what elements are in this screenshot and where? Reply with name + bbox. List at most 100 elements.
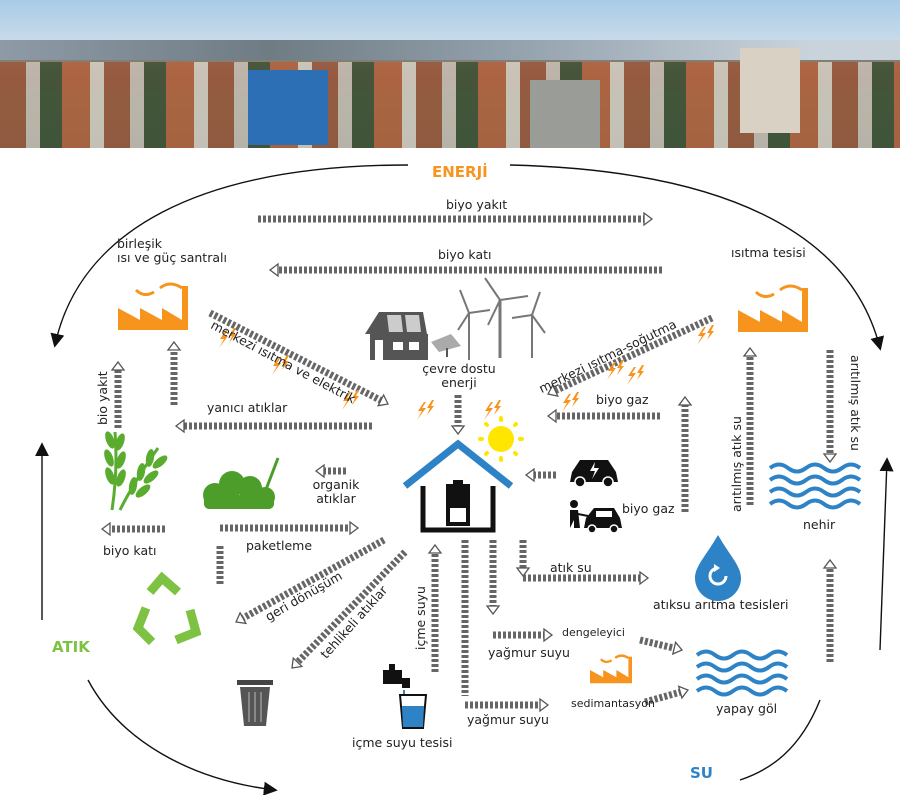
arrowhead-icon (314, 463, 325, 479)
trash-can-icon (237, 680, 273, 726)
flow-label-biogas-car: biyo gaz (622, 501, 675, 516)
organic-waste-label-line1: organik (312, 477, 360, 492)
lightning-bolt-icon (484, 400, 501, 420)
arrowhead-icon (174, 418, 185, 434)
flow-label-bio-fuel: biyo yakıt (446, 197, 508, 212)
gas-car-icon (570, 500, 622, 534)
arrowhead-icon (524, 467, 535, 483)
lightning-bolt-icon (562, 392, 579, 412)
cycle-arrows (35, 164, 894, 795)
flow-arrow-district-heat-power (208, 309, 387, 406)
flow-label-bio-fuel-left: bio yakıt (95, 371, 110, 425)
smart-home-battery-icon (402, 439, 514, 533)
category-waste-label: ATIK (52, 638, 90, 656)
arrowhead-icon (515, 567, 531, 578)
organic-waste-label-line2: atıklar (316, 491, 356, 506)
arrowhead-icon (268, 262, 279, 278)
flow-label-bio-solid: biyo katı (438, 247, 492, 262)
flow-label-wastewater: atık su (550, 560, 592, 575)
arrowhead-icon (110, 360, 126, 371)
water-drop-icon (695, 535, 741, 601)
flow-label-rainwater-1: yağmur suyu (488, 645, 570, 660)
flow-label-packaging: paketleme (246, 538, 313, 553)
arrowhead-icon (677, 685, 690, 700)
arrowhead-icon (543, 627, 554, 643)
lightning-bolt-icon (219, 328, 236, 348)
chp-plant-label-line2: ısı ve güç santralı (117, 250, 227, 265)
arrowhead-icon (427, 543, 443, 554)
factory-icon (118, 282, 188, 330)
flow-label-bio-solid-bottom: biyo katı (103, 543, 157, 558)
river-label: nehir (803, 517, 836, 532)
lightning-bolt-icon (697, 325, 714, 345)
flow-label-treated-wastewater-2: arıtılmış atık su (848, 355, 863, 451)
cycle-arrow-water-right (879, 457, 894, 651)
category-energy-label: ENERJİ (432, 163, 488, 181)
arrowhead-icon (546, 408, 557, 424)
flow-arrow-recycling (237, 536, 386, 624)
category-water-label: SU (690, 764, 713, 782)
arrowhead-icon (376, 393, 389, 407)
lightning-bolts (219, 325, 714, 420)
chp-plant-label-line1: birleşik (117, 236, 162, 251)
flow-arrow-district-heat-cool (550, 314, 714, 396)
recycle-icon (132, 571, 202, 646)
arrowhead-icon (671, 640, 684, 656)
flow-label-equalizer: dengeleyici (562, 626, 625, 639)
wind-turbines-icon (457, 277, 546, 360)
flow-label-biogas: biyo gaz (596, 392, 649, 407)
wheat-icon (104, 431, 168, 511)
flow-arrow-equalizer (639, 636, 679, 653)
lightning-bolt-icon (607, 360, 624, 380)
artificial-lake-label: yapay göl (716, 701, 778, 716)
arrowhead-icon (235, 611, 248, 625)
flow-arrows (100, 211, 838, 713)
arrowhead-icon (742, 346, 758, 357)
arrowhead-icon (822, 453, 838, 464)
heating-plant-label: ısıtma tesisi (731, 245, 806, 260)
lightning-bolt-icon (342, 390, 359, 410)
river-waves-icon (768, 462, 862, 510)
arrowhead-icon (450, 425, 466, 436)
flow-arrow-sedimentation (644, 687, 686, 706)
cycle-arrow-energy-left (50, 164, 409, 348)
organic-waste-icon (203, 457, 280, 509)
arrowhead-icon (643, 211, 654, 227)
cycle-arrow-water-bottom (739, 699, 821, 781)
arrowhead-icon (100, 521, 111, 537)
arrowhead-icon (291, 656, 304, 669)
arrowhead-icon (677, 395, 693, 406)
flow-label-drinking-water: içme suyu (413, 586, 428, 650)
city-panorama-photo (0, 0, 900, 148)
solar-house-icon (365, 312, 461, 360)
arrowhead-icon (539, 697, 550, 713)
electric-car-icon (570, 460, 618, 488)
water-tap-icon (383, 664, 428, 729)
sun-icon (478, 416, 524, 462)
lightning-bolt-icon (272, 355, 289, 375)
flow-label-rainwater-2: yağmur suyu (467, 712, 549, 727)
cycle-arrow-waste-down (87, 679, 278, 795)
green-energy-label-line1: çevre dostu (422, 361, 496, 376)
drinking-water-plant-label: içme suyu tesisi (352, 735, 453, 750)
factory-icon (738, 284, 808, 332)
arrowhead-icon (822, 558, 838, 569)
arrowhead-icon (166, 340, 182, 351)
flow-label-treated-wastewater-1: arıtılmış atık su (729, 416, 744, 512)
lightning-bolt-icon (417, 400, 434, 420)
arrowhead-icon (349, 520, 360, 536)
arrowhead-icon (485, 605, 501, 616)
flow-label-sedimentation: sedimantasyon (571, 697, 655, 710)
wastewater-plant-label: atıksu arıtma tesisleri (653, 597, 789, 612)
green-energy-label-line2: enerji (441, 375, 477, 390)
cycle-arrow-energy-right (509, 164, 885, 351)
lightning-bolt-icon (627, 365, 644, 385)
arrowhead-icon (547, 383, 559, 397)
lake-waves-icon (695, 649, 789, 697)
factory-icon (590, 654, 632, 684)
flow-arrow-hazardous-waste (292, 549, 408, 668)
